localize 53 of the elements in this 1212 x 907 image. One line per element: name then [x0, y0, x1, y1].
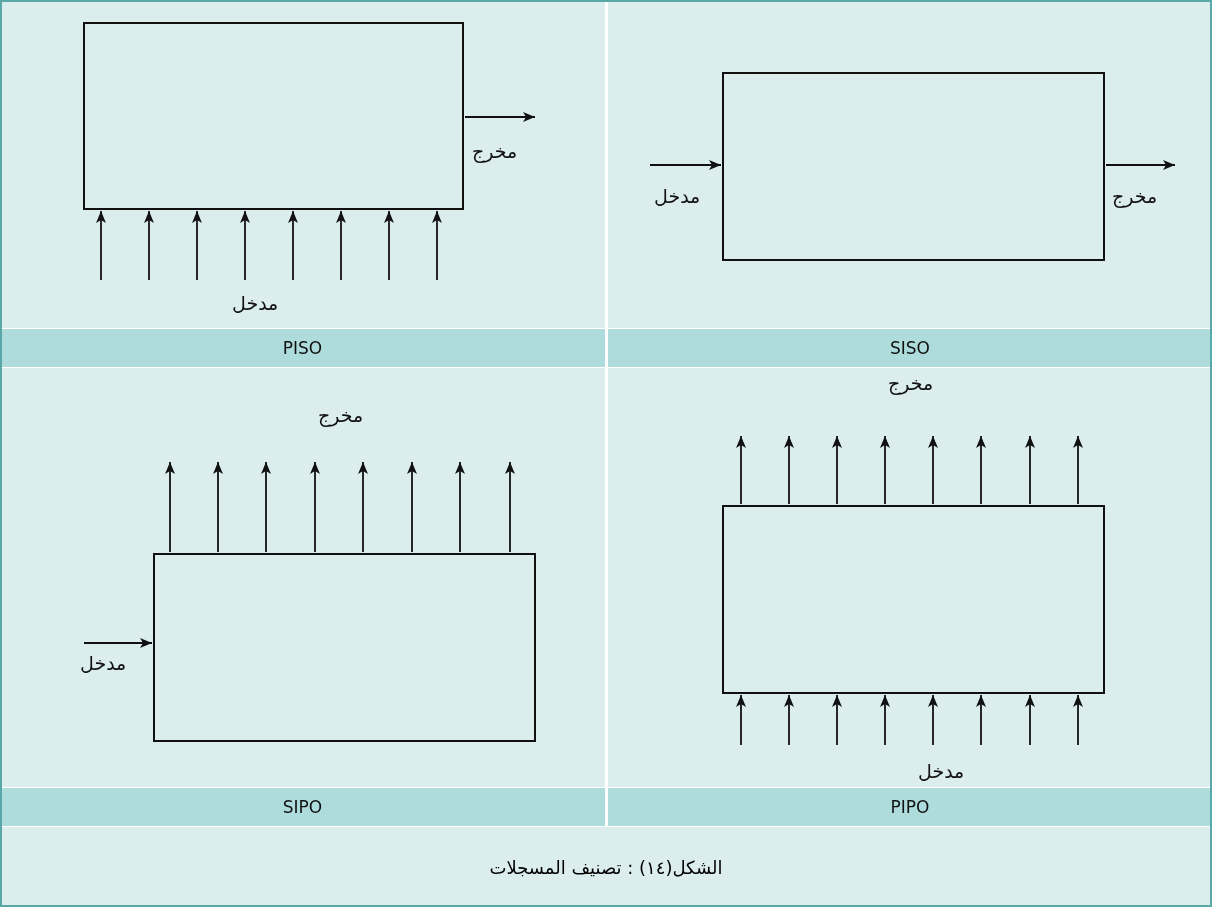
edge-label: مدخل: [80, 652, 127, 675]
arrow: [505, 461, 515, 553]
arrow: [1105, 160, 1176, 170]
arrow: [96, 210, 106, 281]
figure-caption: الشكل(١٤) : تصنيف المسجلات: [0, 827, 1212, 907]
edge-label: مخرج: [472, 140, 518, 163]
title-band: PIPO: [608, 788, 1212, 826]
arrow: [1073, 435, 1083, 505]
arrow: [1025, 435, 1035, 505]
arrow: [455, 461, 465, 553]
arrow: [240, 210, 250, 281]
signal-label: مخرج: [318, 404, 364, 427]
arrow: [976, 694, 986, 746]
arrow: [83, 638, 153, 648]
arrow: [213, 461, 223, 553]
signal-label: مخرج: [888, 372, 934, 395]
arrow: [261, 461, 271, 553]
arrow: [384, 210, 394, 281]
arrow: [784, 435, 794, 505]
arrow: [144, 210, 154, 281]
arrow: [1025, 694, 1035, 746]
arrow: [358, 461, 368, 553]
edge-label: مدخل: [654, 185, 701, 208]
title-band: PISO: [0, 329, 605, 367]
arrow: [288, 210, 298, 281]
title-band: SISO: [608, 329, 1212, 367]
arrow: [928, 694, 938, 746]
register-box: [153, 553, 536, 742]
arrow: [432, 210, 442, 281]
arrow: [310, 461, 320, 553]
arrow: [192, 210, 202, 281]
arrow: [407, 461, 417, 553]
register-box: [83, 22, 464, 210]
arrow: [928, 435, 938, 505]
arrow: [832, 435, 842, 505]
arrow: [336, 210, 346, 281]
register-box: [722, 72, 1105, 261]
arrow: [832, 694, 842, 746]
arrow: [880, 435, 890, 505]
signal-label: مدخل: [232, 292, 279, 315]
arrow: [976, 435, 986, 505]
arrow: [880, 694, 890, 746]
register-box: [722, 505, 1105, 694]
arrow: [464, 112, 536, 122]
arrow: [736, 694, 746, 746]
arrow: [649, 160, 722, 170]
title-band: SIPO: [0, 788, 605, 826]
arrow: [165, 461, 175, 553]
signal-label: مدخل: [918, 760, 965, 783]
arrow: [1073, 694, 1083, 746]
arrow: [736, 435, 746, 505]
arrow: [784, 694, 794, 746]
edge-label: مخرج: [1112, 185, 1158, 208]
